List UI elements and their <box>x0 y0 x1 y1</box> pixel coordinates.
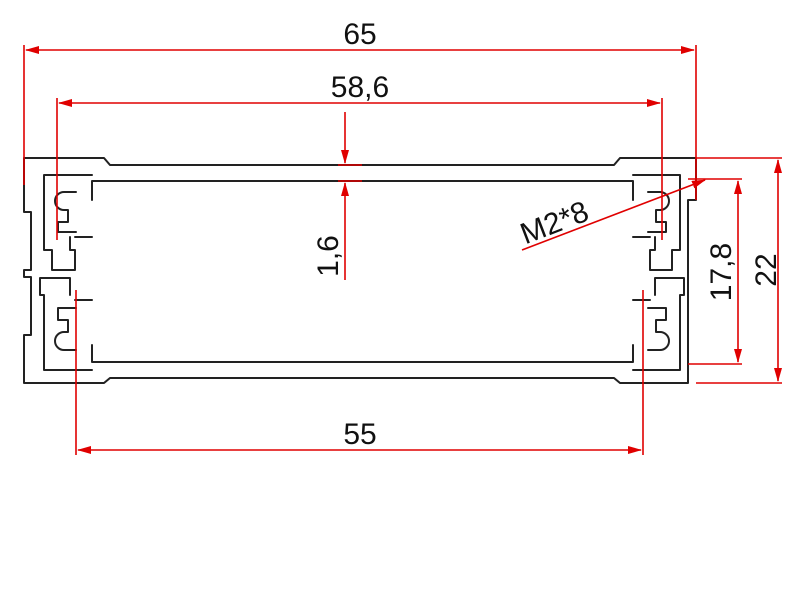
label-outer-width: 58,6 <box>331 71 389 104</box>
dimension-wall-thickness: 1,6 <box>312 112 362 280</box>
profile-outer-outline <box>23 157 697 384</box>
dimension-screw: M2*8 <box>516 179 706 251</box>
label-wall-thickness: 1,6 <box>312 235 345 277</box>
right-wall-detail <box>632 174 685 371</box>
dimension-inner-height: 17,8 <box>688 178 742 365</box>
right-screw-slot-bottom <box>647 307 670 351</box>
label-inner-height: 17,8 <box>705 243 738 301</box>
profile-inner-cavity <box>91 180 634 363</box>
right-screw-slot-top <box>647 191 670 233</box>
dimension-overall-width: 65 <box>23 18 697 200</box>
dimension-inner-width: 55 <box>75 290 644 455</box>
enclosure-profile <box>23 157 697 384</box>
label-overall-height: 22 <box>750 253 783 286</box>
left-screw-slot-top <box>54 191 77 233</box>
dimension-overall-height: 22 <box>696 157 783 384</box>
label-inner-width: 55 <box>343 418 376 451</box>
left-wall-detail <box>39 174 93 371</box>
label-overall-width: 65 <box>343 18 376 51</box>
dimension-outer-width: 58,6 <box>56 71 663 240</box>
label-screw: M2*8 <box>516 195 593 251</box>
left-screw-slot-bottom <box>54 307 77 351</box>
